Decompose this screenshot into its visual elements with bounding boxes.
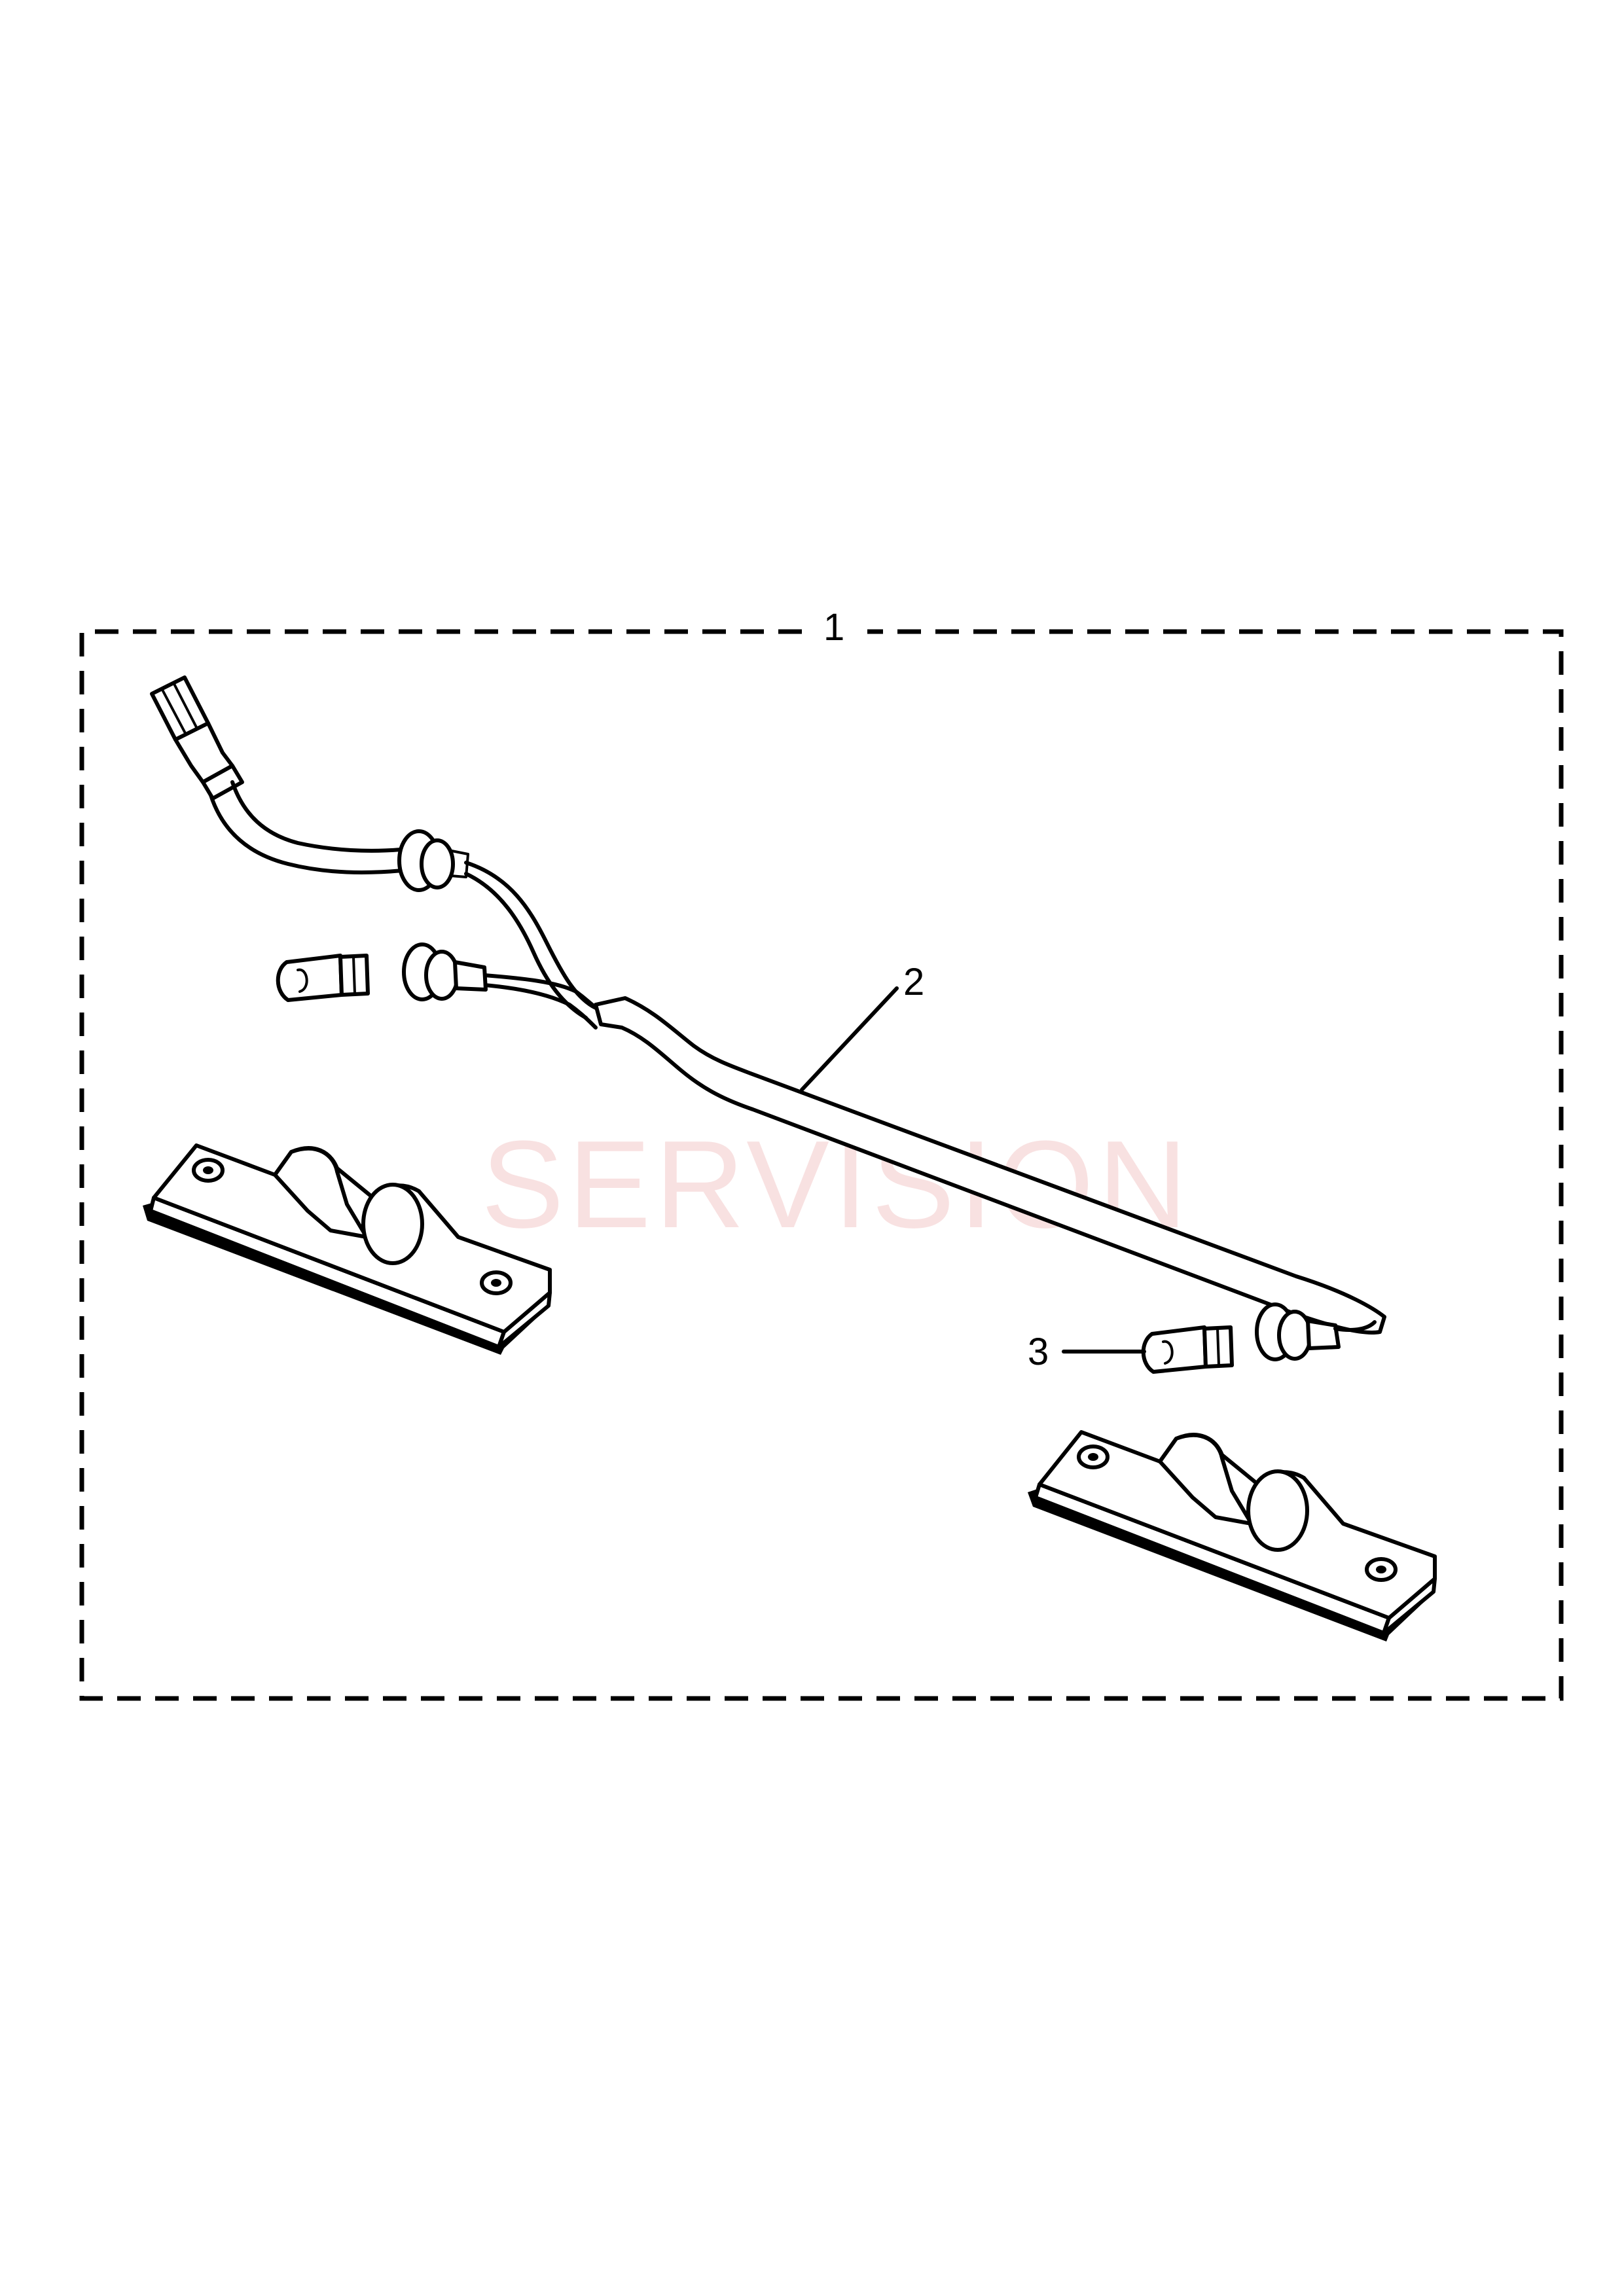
harness-connector [150, 675, 244, 800]
callout-2[interactable]: 2 [903, 961, 924, 1003]
bulb-left[interactable] [276, 954, 370, 1002]
leader-2 [800, 986, 899, 1092]
bulb-right[interactable] [1141, 1325, 1234, 1374]
lamp-housing-right[interactable] [1028, 1430, 1437, 1641]
wiring-harness[interactable] [150, 675, 1386, 1361]
socket-loose-left [402, 942, 488, 1001]
callout-1[interactable]: 1 [823, 606, 844, 649]
callout-3[interactable]: 3 [1028, 1331, 1049, 1373]
kit-frame [79, 629, 1564, 1701]
socket-right [1255, 1302, 1377, 1361]
socket-upper [397, 829, 469, 892]
lamp-housing-left[interactable] [143, 1143, 552, 1355]
